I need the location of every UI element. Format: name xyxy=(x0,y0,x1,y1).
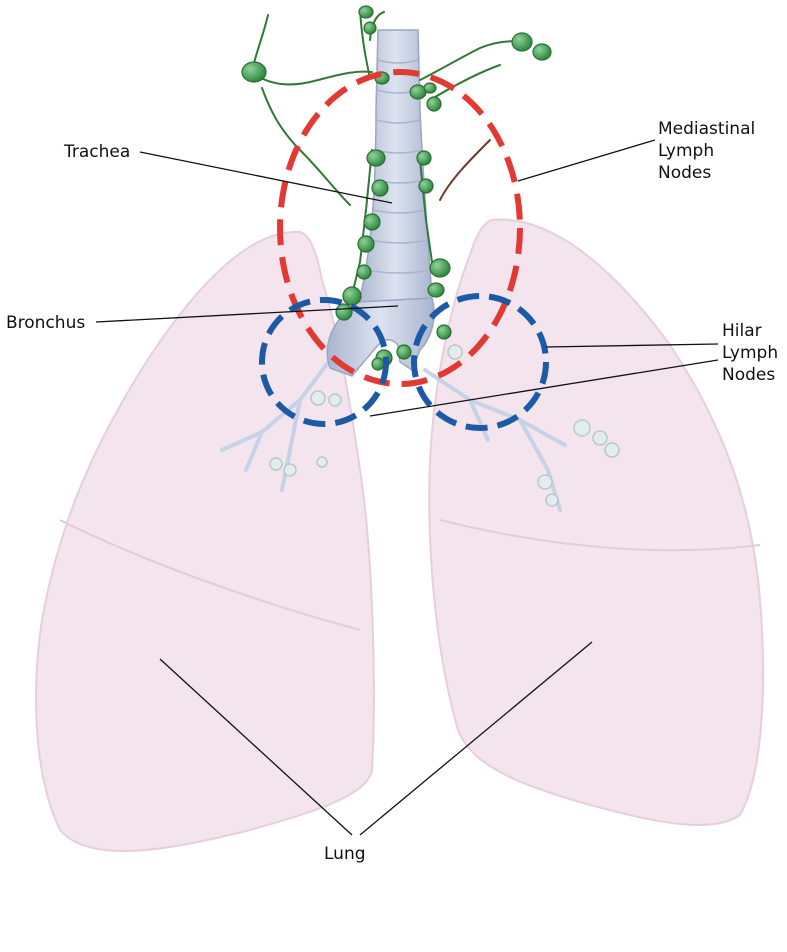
bronchus-label: Bronchus xyxy=(6,312,85,334)
mediastinal-label-line1: Mediastinal xyxy=(658,118,755,140)
hilar-label-line3: Nodes xyxy=(722,364,778,386)
mediastinal-label-line2: Lymph xyxy=(658,140,755,162)
trachea-label: Trachea xyxy=(64,141,130,163)
mediastinal-lymph-nodes-label: Mediastinal Lymph Nodes xyxy=(658,118,755,184)
mediastinal-label-line3: Nodes xyxy=(658,162,755,184)
mediastinal-leader xyxy=(518,140,655,181)
right-lung xyxy=(36,232,374,851)
left-lung xyxy=(429,220,763,825)
hilar-lymph-nodes-label: Hilar Lymph Nodes xyxy=(722,320,778,386)
trachea-leader xyxy=(140,152,392,203)
hilar-label-line1: Hilar xyxy=(722,320,778,342)
hilar-label-line2: Lymph xyxy=(722,342,778,364)
lung-label: Lung xyxy=(324,843,366,865)
